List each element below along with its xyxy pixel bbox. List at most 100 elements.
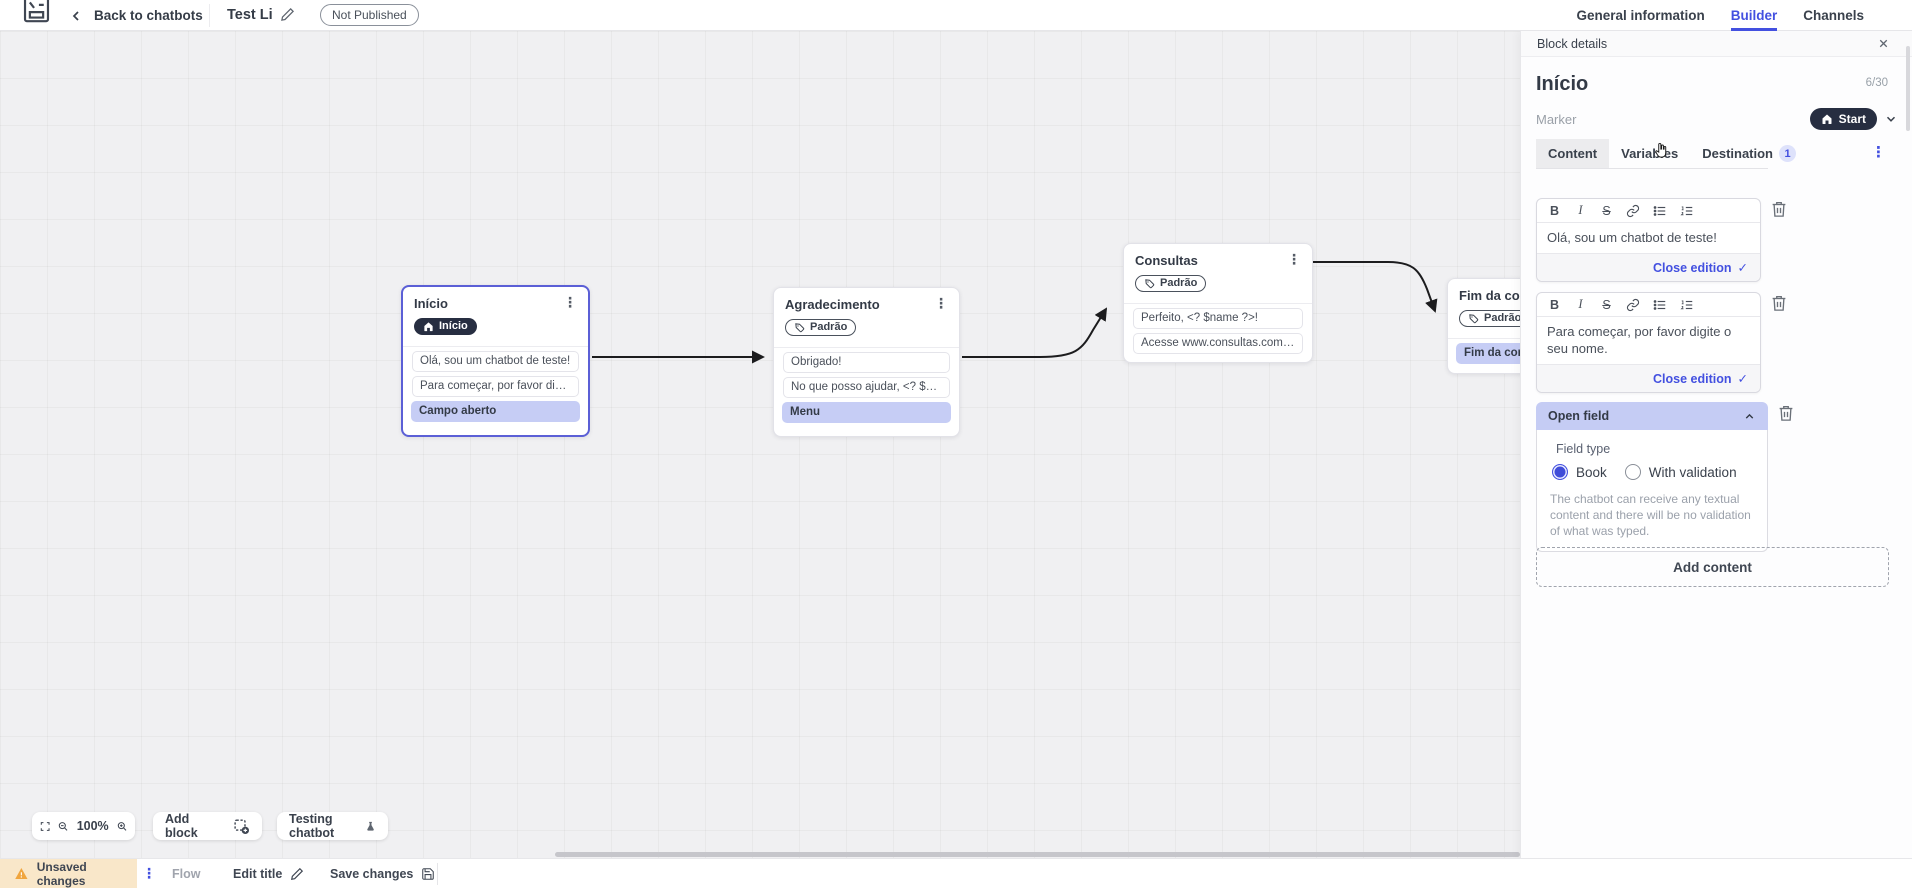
- delete-content-icon[interactable]: [1770, 200, 1788, 218]
- content-editor-1: B I S Olá, sou um chatbot de teste! Clos…: [1536, 198, 1761, 282]
- add-block-icon: [234, 818, 250, 834]
- strikethrough-icon[interactable]: S: [1602, 203, 1611, 218]
- flow-block-agradecimento[interactable]: Agradecimento ⋮ Padrão Obrigado! No que …: [773, 287, 960, 437]
- strikethrough-icon[interactable]: S: [1602, 297, 1611, 312]
- flow-block-inicio[interactable]: Início ⋮ Início Olá, sou um chatbot de t…: [401, 285, 590, 437]
- bold-icon[interactable]: B: [1549, 203, 1560, 218]
- status-badge: Not Published: [320, 4, 419, 26]
- fullscreen-icon[interactable]: [40, 819, 50, 834]
- panel-scrollbar[interactable]: [1906, 46, 1910, 131]
- marker-row: Marker Start: [1536, 107, 1898, 131]
- close-icon[interactable]: [1877, 37, 1890, 50]
- home-icon: [1822, 114, 1832, 124]
- radio-unselected-icon[interactable]: [1624, 464, 1641, 480]
- link-icon[interactable]: [1626, 298, 1640, 312]
- canvas-horizontal-scrollbar[interactable]: [555, 852, 1520, 857]
- panel-kebab-icon[interactable]: ⋮: [1871, 144, 1886, 161]
- add-content-button[interactable]: Add content: [1536, 547, 1889, 587]
- tab-content[interactable]: Content: [1536, 139, 1610, 168]
- open-field-header[interactable]: Open field: [1536, 402, 1768, 430]
- back-to-chatbots-button[interactable]: Back to chatbots: [68, 0, 203, 31]
- zoom-in-icon[interactable]: [117, 819, 127, 834]
- edit-title-button[interactable]: Edit title: [233, 859, 304, 888]
- divider: [209, 4, 210, 27]
- kebab-icon[interactable]: ⋮: [934, 295, 948, 311]
- editor-toolbar: B I S: [1537, 293, 1760, 317]
- field-type-label: Field type: [1556, 442, 1611, 456]
- app-logo: [23, 0, 50, 23]
- kebab-icon[interactable]: ⋮: [1287, 251, 1301, 267]
- italic-icon[interactable]: I: [1578, 297, 1583, 311]
- zoom-out-icon[interactable]: [58, 819, 68, 834]
- block-details-panel: Block details Início 6/30 Marker Start C…: [1520, 31, 1912, 858]
- char-counter: 6/30: [1865, 77, 1888, 89]
- save-changes-button[interactable]: Save changes: [330, 859, 435, 888]
- delete-content-icon[interactable]: [1770, 294, 1788, 312]
- open-field-body: Field type Book With validation The chat…: [1536, 430, 1768, 552]
- panel-header: Block details: [1521, 31, 1912, 57]
- tab-general-information[interactable]: General information: [1576, 7, 1705, 23]
- chevron-up-icon[interactable]: [1743, 410, 1756, 423]
- tab-destination[interactable]: Destination 1: [1690, 139, 1808, 168]
- tab-builder[interactable]: Builder: [1730, 0, 1778, 31]
- block-content-item[interactable]: No que posso ajudar, <? $name ...: [783, 376, 950, 398]
- testing-chatbot-button[interactable]: Testing chatbot: [277, 812, 388, 840]
- marker-select[interactable]: Start: [1809, 108, 1877, 130]
- default-marker-pill: Padrão: [1135, 275, 1207, 292]
- block-content-item[interactable]: Olá, sou um chatbot de teste!: [412, 350, 579, 372]
- flow-block-consultas[interactable]: Consultas ⋮ Padrão Perfeito, <? $name ?>…: [1123, 243, 1313, 363]
- header-tabs: General information Builder Channels: [1576, 0, 1864, 31]
- block-title: Consultas: [1135, 253, 1198, 268]
- edit-title-pencil-icon[interactable]: [280, 7, 295, 22]
- unsaved-changes-indicator: Unsaved changes: [0, 859, 137, 888]
- bottom-kebab-icon[interactable]: ⋮: [142, 865, 156, 881]
- close-edition-button[interactable]: Close edition ✓: [1537, 364, 1760, 392]
- radio-option-with-validation[interactable]: With validation: [1624, 464, 1737, 480]
- flask-icon: [367, 821, 374, 831]
- block-content-item[interactable]: Perfeito, <? $name ?>!: [1133, 307, 1303, 329]
- tab-variables[interactable]: Variables: [1621, 146, 1679, 161]
- add-block-label: Add block: [165, 812, 198, 840]
- default-marker-pill: Padrão: [1459, 310, 1531, 327]
- tag-icon: [1145, 278, 1155, 288]
- back-label: Back to chatbots: [94, 8, 203, 23]
- marker-label: Padrão: [1484, 312, 1522, 324]
- panel-header-title: Block details: [1537, 36, 1608, 51]
- default-marker-pill: Padrão: [785, 319, 857, 336]
- link-icon[interactable]: [1626, 204, 1640, 218]
- radio-selected-icon[interactable]: [1552, 464, 1568, 480]
- bullet-list-icon[interactable]: [1653, 298, 1667, 312]
- marker-label: Início: [439, 320, 468, 332]
- check-icon: ✓: [1737, 372, 1748, 386]
- zoom-controls: 100%: [32, 812, 135, 840]
- delete-open-field-icon[interactable]: [1777, 404, 1795, 422]
- tag-icon: [795, 322, 805, 332]
- chatbot-title[interactable]: Test Li: [227, 7, 273, 23]
- chevron-down-icon[interactable]: [1884, 112, 1898, 126]
- add-block-button[interactable]: Add block: [153, 812, 262, 840]
- bold-icon[interactable]: B: [1549, 297, 1560, 312]
- marker-value: Start: [1838, 112, 1866, 126]
- block-content-item[interactable]: Acesse www.consultas.com par...: [1133, 332, 1303, 354]
- block-name-input[interactable]: Início: [1536, 73, 1589, 95]
- italic-icon[interactable]: I: [1578, 203, 1583, 217]
- block-content-item-open-field[interactable]: Campo aberto: [411, 400, 580, 422]
- field-type-helper-text: The chatbot can receive any textual cont…: [1550, 492, 1751, 538]
- numbered-list-icon[interactable]: [1680, 204, 1694, 218]
- radio-option-book[interactable]: Book: [1552, 464, 1607, 480]
- numbered-list-icon[interactable]: [1680, 298, 1694, 312]
- unsaved-label: Unsaved changes: [36, 859, 87, 888]
- divider: [437, 863, 438, 885]
- kebab-icon[interactable]: ⋮: [563, 294, 577, 310]
- block-title: Agradecimento: [785, 297, 880, 312]
- tab-channels[interactable]: Channels: [1803, 7, 1864, 23]
- editor-text[interactable]: Para começar, por favor digite o seu nom…: [1547, 324, 1732, 356]
- home-icon: [424, 321, 433, 331]
- block-content-item[interactable]: Para começar, por favor digite o ...: [412, 375, 579, 397]
- block-content-item-menu[interactable]: Menu: [782, 401, 951, 423]
- block-content-item[interactable]: Obrigado!: [783, 351, 950, 373]
- check-icon: ✓: [1737, 261, 1748, 275]
- close-edition-button[interactable]: Close edition ✓: [1537, 253, 1760, 281]
- bullet-list-icon[interactable]: [1653, 204, 1667, 218]
- editor-text[interactable]: Olá, sou um chatbot de teste!: [1547, 230, 1717, 245]
